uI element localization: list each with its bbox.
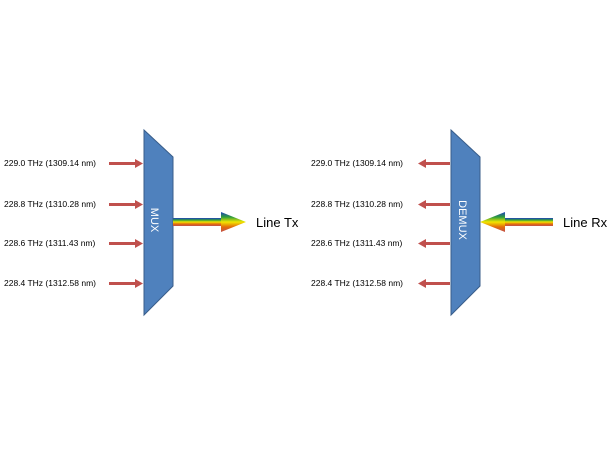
mux-channel-arrow-1 [109,159,143,168]
mux-channel-arrow-2 [109,200,143,209]
mux-channel-label-4: 228.4 THz (1312.58 nm) [4,278,96,288]
demux-label: DEMUX [456,200,468,240]
demux-channel-label-4: 228.4 THz (1312.58 nm) [311,278,403,288]
mux-channel-label-1: 229.0 THz (1309.14 nm) [4,158,96,168]
line-rx-label: Line Rx [563,215,608,230]
demux-input-arrow [480,212,553,232]
line-tx-label: Line Tx [256,215,299,230]
mux-channel-arrow-3 [109,239,143,248]
mux-output-arrow [173,212,246,232]
demux-channel-arrow-4 [418,279,450,288]
mux-label: MUX [148,208,160,233]
demux-block [450,128,481,317]
demux-channel-label-2: 228.8 THz (1310.28 nm) [311,199,403,209]
demux-group: DEMUX 229.0 THz (1309.14 nm) 228.8 THz (… [311,128,608,317]
mux-block [143,128,174,317]
mux-channel-label-2: 228.8 THz (1310.28 nm) [4,199,96,209]
mux-channel-arrow-4 [109,279,143,288]
demux-channel-label-1: 229.0 THz (1309.14 nm) [311,158,403,168]
demux-channel-arrow-1 [418,159,450,168]
mux-channel-label-3: 228.6 THz (1311.43 nm) [4,238,96,248]
mux-group: MUX 229.0 THz (1309.14 nm) 228.8 THz (13… [4,128,299,317]
demux-channel-arrow-3 [418,239,450,248]
demux-channel-arrow-2 [418,200,450,209]
demux-channel-label-3: 228.6 THz (1311.43 nm) [311,238,403,248]
